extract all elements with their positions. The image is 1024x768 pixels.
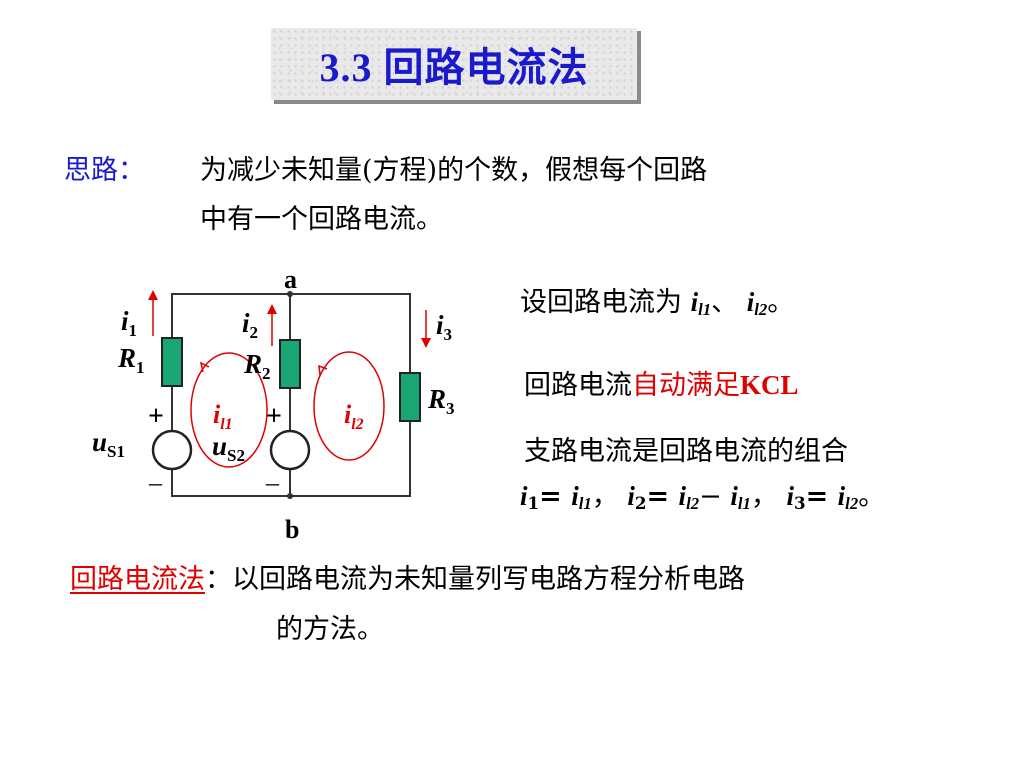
resistor-r2 xyxy=(279,339,301,389)
circuit-diagram: a b i1 i2 i3 R1 R2 R3 il1 il2 + + – – uS… xyxy=(92,265,455,544)
node-a-dot xyxy=(287,291,293,297)
branch-arrow-i2 xyxy=(267,304,277,346)
label-r1: R1 xyxy=(117,343,145,377)
label-i2: i2 xyxy=(242,308,258,342)
idea-line-2: 中有一个回路电流。 xyxy=(200,204,443,235)
note-branch-combination: 支路电流是回路电流的组合 xyxy=(524,436,848,467)
us2-minus: – xyxy=(265,468,280,497)
title-box: 3.3 回路电流法 xyxy=(270,27,637,100)
method-line-2: 的方法。 xyxy=(276,614,384,645)
source-us1 xyxy=(151,429,193,471)
resistor-r3 xyxy=(399,372,421,422)
resistor-r1 xyxy=(161,337,183,387)
label-r2: R2 xyxy=(243,349,271,383)
label-i1: i1 xyxy=(121,306,137,340)
idea-label: 思路： xyxy=(64,155,145,186)
branch-arrow-i3 xyxy=(421,310,431,348)
node-a-label: a xyxy=(284,265,297,294)
loop-l2-arrow xyxy=(318,364,328,376)
label-us1: uS1 xyxy=(92,427,125,461)
label-r3: R3 xyxy=(427,384,455,418)
us2-plus: + xyxy=(266,401,282,432)
label-us2: uS2 xyxy=(212,431,245,465)
source-us2 xyxy=(269,429,311,471)
us1-minus: – xyxy=(148,468,163,497)
method-line-1: 回路电流法：以回路电流为未知量列写电路方程分析电路 xyxy=(70,564,745,595)
note-equations: i1= il1， i2= il2− il1， i3= il2。 xyxy=(520,481,886,514)
node-b-label: b xyxy=(285,515,299,544)
branch-arrow-i1 xyxy=(148,290,158,336)
us1-plus: + xyxy=(148,401,164,432)
method-label: 回路电流法 xyxy=(70,564,205,595)
loop-l2 xyxy=(313,351,385,461)
node-b-dot xyxy=(287,493,293,499)
label-il1: il1 xyxy=(213,400,233,433)
loop-l1 xyxy=(190,352,268,468)
page-title: 3.3 回路电流法 xyxy=(319,45,589,90)
loop-l1-arrow xyxy=(199,361,210,373)
label-i3: i3 xyxy=(436,310,452,344)
note-kcl: 回路电流自动满足KCL xyxy=(524,370,799,401)
idea-line-1: 为减少未知量(方程)的个数，假想每个回路 xyxy=(200,155,708,186)
note-set-loop-currents: 设回路电流为 il1、 il2。 xyxy=(520,287,795,320)
label-il2: il2 xyxy=(344,400,364,433)
